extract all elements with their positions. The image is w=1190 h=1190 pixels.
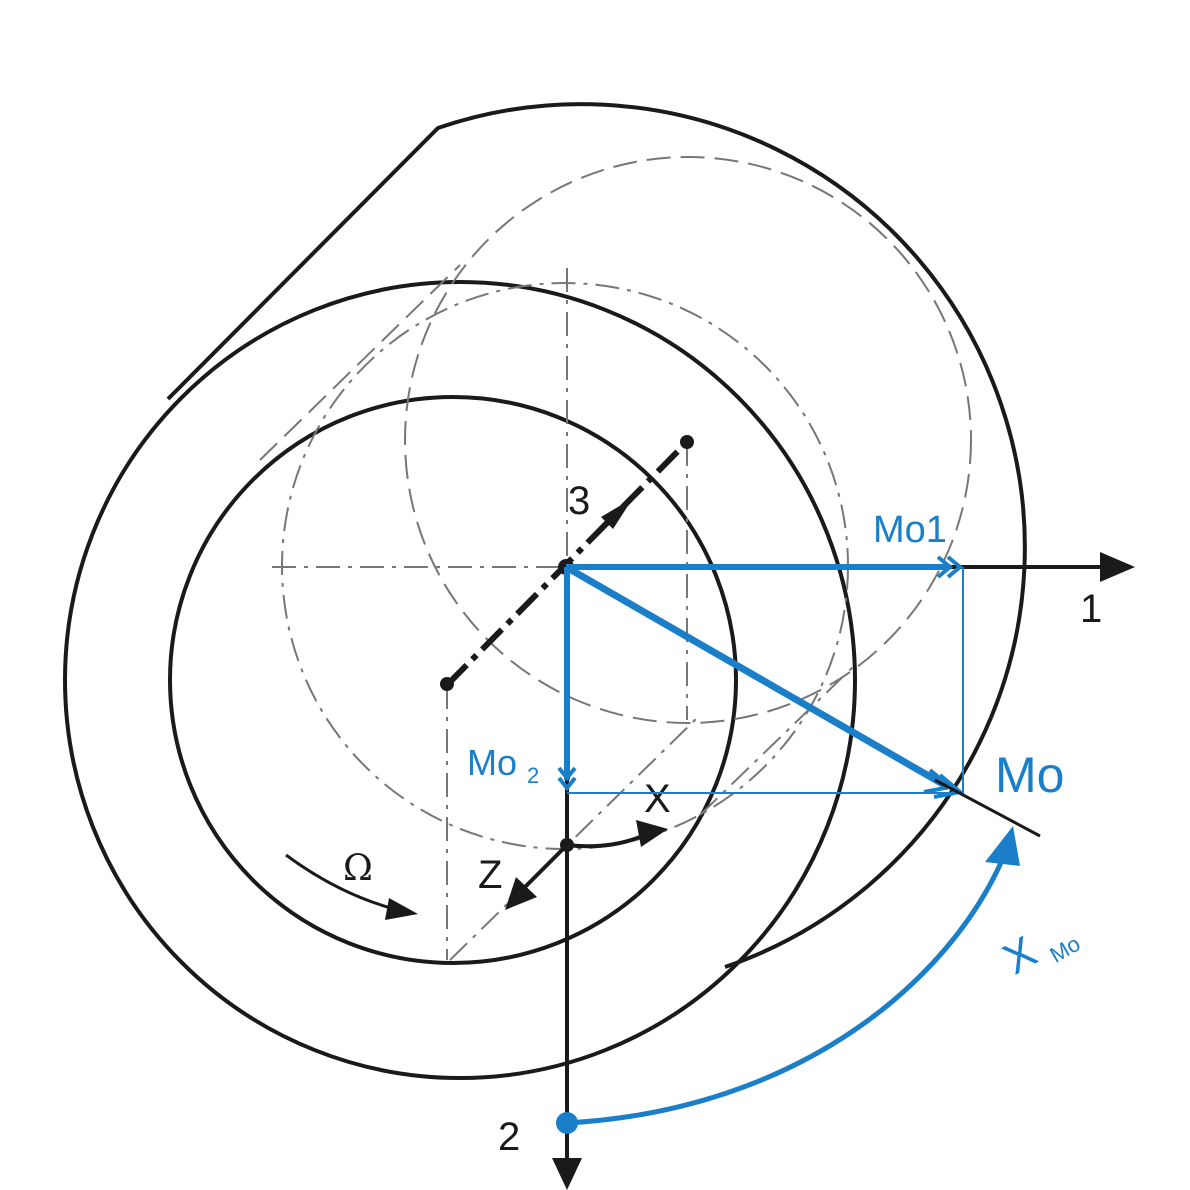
axis-1-label: 1 xyxy=(1080,587,1102,631)
axis-2: 2 xyxy=(498,567,582,1190)
xmo-angle: X Mo xyxy=(556,778,1084,1134)
axis-1-arrowhead xyxy=(1100,552,1135,582)
solid-outlines xyxy=(63,102,1027,1080)
xmo-start-point xyxy=(556,1112,578,1134)
moment-vectors: Mo1 Mo 2 Mo xyxy=(467,509,1064,803)
rear-center-point xyxy=(680,435,694,449)
axis-2-label: 2 xyxy=(498,1115,520,1159)
omega-rotation: Ω xyxy=(285,848,418,920)
upper-tangent-dashed xyxy=(259,264,461,461)
z-arrowhead xyxy=(505,877,537,910)
omega-arc xyxy=(285,853,399,912)
omega-arrowhead xyxy=(385,898,418,920)
rear-inner-hidden-circle xyxy=(404,156,972,724)
front-center-point xyxy=(440,677,454,691)
mo-resultant-vector xyxy=(564,563,950,791)
z-label: Z xyxy=(478,853,502,897)
mo-direction-line xyxy=(934,778,1041,838)
xmo-label: X Mo xyxy=(995,906,1084,989)
omega-label: Ω xyxy=(343,848,373,889)
z-line xyxy=(520,843,569,892)
lower-tangent-dashdot-2 xyxy=(699,664,856,816)
xmo-label-main: X xyxy=(995,927,1045,984)
x-arrowhead xyxy=(636,820,668,847)
front-outer-circle xyxy=(63,280,857,1080)
local-axes: X Z xyxy=(478,777,671,910)
hidden-lines xyxy=(259,156,972,961)
mo2-label-main: Mo xyxy=(467,742,517,783)
mo2-double-arrowhead xyxy=(557,766,577,792)
axis-3-label: 3 xyxy=(568,479,590,523)
xmo-arrowhead xyxy=(985,826,1020,866)
mo1-label: Mo1 xyxy=(873,509,947,551)
axis-2-arrowhead xyxy=(552,1158,582,1190)
lower-tangent-dashdot xyxy=(449,714,701,961)
mo1-double-arrowhead xyxy=(936,555,964,579)
front-inner-circle xyxy=(168,395,738,965)
x-arc xyxy=(566,833,646,849)
rear-end-circle xyxy=(166,102,1027,969)
mo-label: Mo xyxy=(995,747,1064,803)
mo2-label-sub: 2 xyxy=(527,763,539,788)
mo2-label: Mo 2 xyxy=(467,742,539,788)
x-label: X xyxy=(644,777,671,821)
xmo-arc xyxy=(566,857,1006,1126)
axis-3-arrowhead xyxy=(601,498,633,529)
xmo-label-sub: Mo xyxy=(1046,931,1085,968)
